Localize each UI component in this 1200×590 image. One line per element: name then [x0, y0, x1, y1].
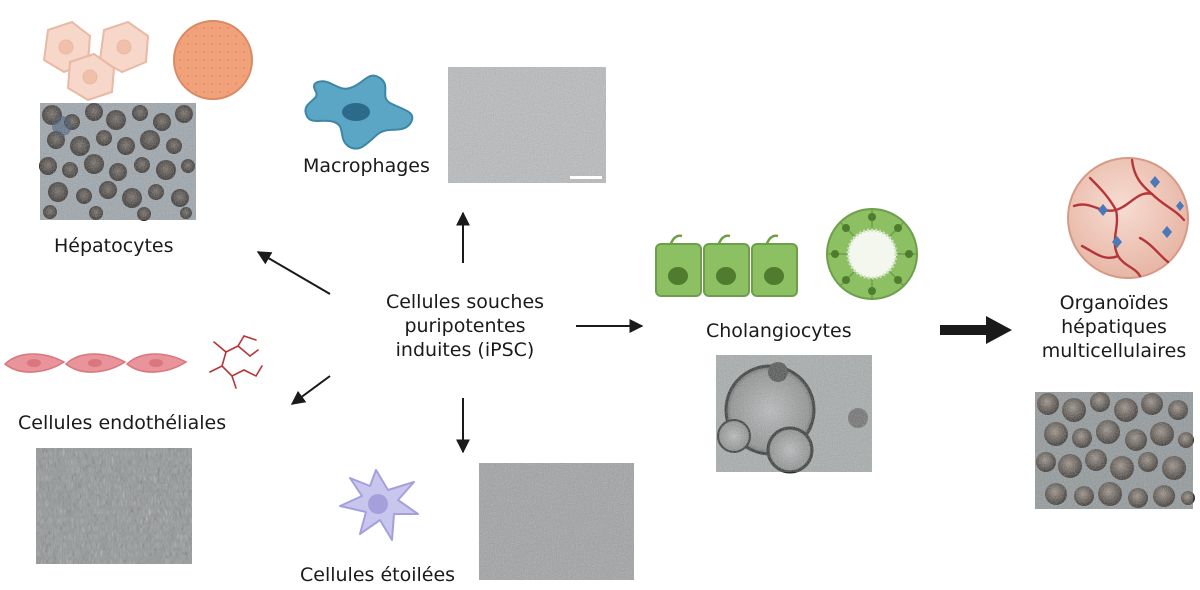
hepatocytes-label: Hépatocytes — [54, 235, 174, 257]
stellate-micrograph — [479, 463, 634, 580]
scale-bar — [570, 176, 602, 179]
cholangiocytes-micrograph — [716, 355, 872, 474]
vessel-network-icon — [209, 335, 263, 389]
organoids-micrograph — [1035, 392, 1195, 509]
result-label-line2: hépatiques — [1061, 316, 1167, 338]
macrophages-label: Macrophages — [303, 155, 430, 177]
hepatocytes-micrograph — [39, 103, 196, 221]
arrow-to-organoids — [940, 316, 1012, 344]
endothelial-cells-icon — [3, 353, 188, 373]
source-label-line3: induites (iPSC) — [395, 339, 535, 361]
endothelial-label: Cellules endothéliales — [18, 412, 227, 434]
result-label-line3: multicellulaires — [1041, 340, 1187, 362]
arrow-to-hepatocytes — [256, 251, 331, 295]
macrophages-micrograph — [448, 67, 606, 183]
hepatocyte-cells-icon — [42, 20, 150, 102]
stellate-cell-icon — [339, 469, 419, 541]
arrow-to-endothelial — [290, 375, 331, 405]
cholangiocyte-cyst-icon — [826, 208, 918, 300]
endothelial-micrograph — [36, 448, 192, 564]
cholangiocyte-cells-icon — [655, 234, 798, 297]
result-label-line1: Organoïdes — [1059, 292, 1169, 314]
macrophage-icon — [304, 74, 414, 150]
hepatocyte-sphere-icon — [173, 20, 253, 100]
source-label: Cellules souches puripotentes induites (… — [352, 290, 578, 362]
organoid-illustration — [1067, 157, 1189, 279]
result-label: Organoïdes hépatiques multicellulaires — [1026, 291, 1200, 363]
source-label-line1: Cellules souches — [385, 291, 545, 313]
source-label-line2: puripotentes — [404, 315, 526, 337]
cholangiocytes-label: Cholangiocytes — [706, 320, 852, 342]
stellate-label: Cellules étoilées — [300, 564, 456, 586]
